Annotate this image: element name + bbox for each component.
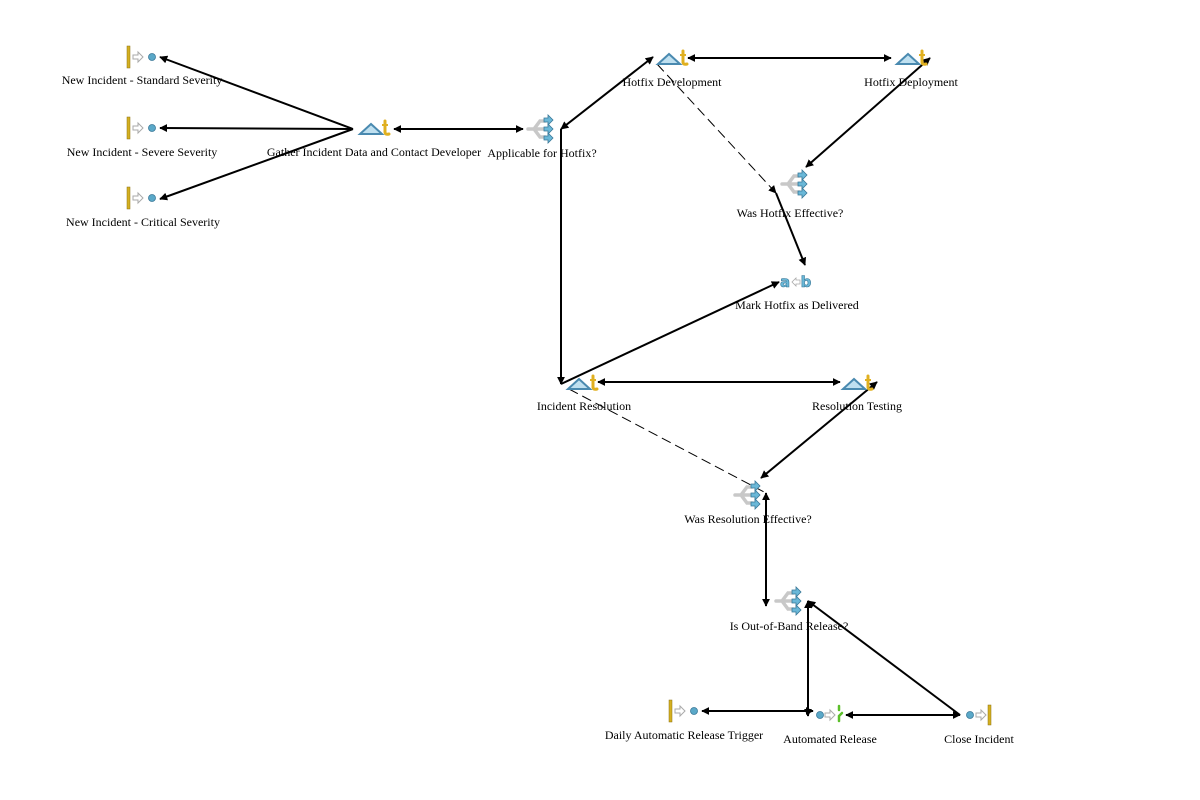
node-hotfix-dev[interactable]: [655, 49, 689, 66]
node-daily-trigger[interactable]: [668, 699, 698, 723]
svg-text:b: b: [801, 273, 812, 291]
edge-out-of-band-to-close[interactable]: [807, 600, 961, 716]
decision-gateway-icon: [774, 586, 802, 616]
node-label-daily-trigger: Daily Automatic Release Trigger: [604, 728, 764, 742]
node-label-gather: Gather Incident Data and Contact Develop…: [266, 145, 482, 159]
merge-icon: [816, 704, 844, 723]
decision-gateway-icon: [733, 480, 761, 510]
edge-resolution-to-res-effective[interactable]: [568, 388, 767, 494]
svg-text:a: a: [780, 273, 790, 291]
edge-start-critical-to-gather[interactable]: [159, 128, 354, 201]
start-event-icon: [126, 186, 156, 210]
node-out-of-band[interactable]: [774, 586, 802, 616]
node-label-applicable: Applicable for Hotfix?: [487, 146, 597, 160]
node-hotfix-effective[interactable]: [780, 169, 808, 199]
edge-applicable-to-hotfix-dev[interactable]: [560, 56, 654, 130]
node-label-close: Close Incident: [944, 732, 1014, 746]
node-close[interactable]: [966, 704, 992, 726]
human-task-icon: [894, 49, 928, 66]
start-event-icon: [126, 116, 156, 140]
node-label-hotfix-effective: Was Hotfix Effective?: [736, 206, 844, 220]
edge-hotfix-effective-to-mark-delivered[interactable]: [775, 192, 807, 266]
node-label-out-of-band: Is Out-of-Band Release?: [729, 619, 849, 633]
node-label-hotfix-dev: Hotfix Development: [622, 75, 722, 89]
node-label-auto-release: Automated Release: [783, 732, 877, 746]
human-task-icon: [357, 119, 391, 136]
node-label-start-severe: New Incident - Severe Severity: [66, 145, 218, 159]
node-start-severe[interactable]: [126, 116, 156, 140]
node-label-hotfix-deploy: Hotfix Deployment: [864, 75, 958, 89]
node-hotfix-deploy[interactable]: [894, 49, 928, 66]
human-task-icon: [655, 49, 689, 66]
start-event-icon: [668, 699, 698, 723]
node-applicable[interactable]: [526, 114, 554, 144]
node-label-resolution: Incident Resolution: [536, 399, 632, 413]
decision-gateway-icon: [526, 114, 554, 144]
node-start-standard[interactable]: [126, 45, 156, 69]
node-auto-release[interactable]: [816, 704, 844, 723]
edge-res-testing-to-res-effective[interactable]: [760, 381, 878, 479]
node-start-critical[interactable]: [126, 186, 156, 210]
edge-start-standard-to-gather[interactable]: [159, 55, 354, 130]
end-event-icon: [966, 704, 992, 726]
node-res-testing[interactable]: [840, 374, 874, 391]
edge-hotfix-deploy-to-hotfix-effective[interactable]: [805, 57, 931, 168]
node-res-effective[interactable]: [733, 480, 761, 510]
node-label-start-standard: New Incident - Standard Severity: [61, 73, 223, 87]
edges-layer: [159, 54, 961, 719]
human-task-icon: [840, 374, 874, 391]
start-event-icon: [126, 45, 156, 69]
node-label-res-testing: Resolution Testing: [812, 399, 902, 413]
human-task-icon: [565, 374, 599, 391]
node-gather[interactable]: [357, 119, 391, 136]
node-label-res-effective: Was Resolution Effective?: [684, 512, 812, 526]
node-label-start-critical: New Incident - Critical Severity: [66, 215, 220, 229]
decision-gateway-icon: [780, 169, 808, 199]
node-label-mark-delivered: Mark Hotfix as Delivered: [735, 298, 859, 312]
node-resolution[interactable]: [565, 374, 599, 391]
edge-start-severe-to-gather[interactable]: [159, 124, 354, 133]
edge-mark-delivered-to-resolution[interactable]: [560, 281, 780, 385]
